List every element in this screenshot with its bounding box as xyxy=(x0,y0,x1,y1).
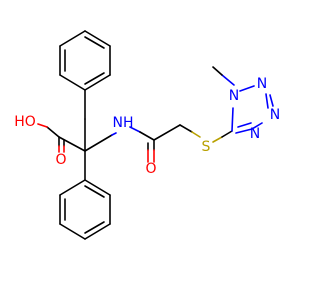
tetrazole-n3-label: N xyxy=(270,107,280,123)
amide-nh-label: NH xyxy=(113,115,134,131)
bond xyxy=(84,134,113,152)
aromatic-inner-bond xyxy=(84,185,105,198)
bond xyxy=(212,66,223,76)
bond xyxy=(221,74,235,86)
bond xyxy=(58,136,86,152)
bond xyxy=(265,93,269,109)
bond xyxy=(84,30,111,47)
bond xyxy=(84,223,111,240)
bond xyxy=(231,107,234,132)
carboxylic-acid xyxy=(37,123,65,153)
central-carbon-bonds xyxy=(58,118,113,152)
bond xyxy=(221,130,233,138)
bond xyxy=(269,94,274,107)
bond xyxy=(129,126,141,133)
bond xyxy=(46,126,60,138)
tetrazole-n1-label: N xyxy=(229,88,239,104)
molecule-structure: HO O NH O S N N N N xyxy=(14,30,280,240)
aromatic-inner-bond xyxy=(84,72,105,85)
bond xyxy=(191,131,201,138)
upper-phenyl-ring xyxy=(59,30,111,120)
bond xyxy=(179,124,193,133)
aromatic-inner-bond xyxy=(84,36,105,49)
sulfur-label: S xyxy=(202,139,211,155)
amide-linker xyxy=(111,124,233,163)
bond xyxy=(59,223,86,240)
bond xyxy=(251,122,263,130)
bond xyxy=(153,124,181,141)
bond xyxy=(59,179,86,196)
bond xyxy=(59,30,86,47)
aromatic-inner-bond xyxy=(84,221,105,234)
bond xyxy=(239,85,255,92)
hydroxyl-label: HO xyxy=(14,114,36,130)
amide-oxygen-label: O xyxy=(145,161,156,177)
bond xyxy=(111,132,117,136)
bond xyxy=(237,122,252,128)
bond xyxy=(59,74,86,91)
bond xyxy=(139,131,155,141)
tetrazole-ring xyxy=(212,66,274,134)
bond xyxy=(84,74,111,91)
lower-phenyl-ring xyxy=(59,150,111,240)
tetrazole-n2-label: N xyxy=(257,76,267,92)
bond xyxy=(235,128,253,134)
acid-carbonyl-oxygen-label: O xyxy=(55,152,66,168)
atom-labels: HO O NH O S N N N N xyxy=(14,76,280,177)
bond xyxy=(212,136,223,143)
bond xyxy=(37,123,48,128)
bond xyxy=(84,179,111,196)
tetrazole-n4-label: N xyxy=(250,126,260,142)
